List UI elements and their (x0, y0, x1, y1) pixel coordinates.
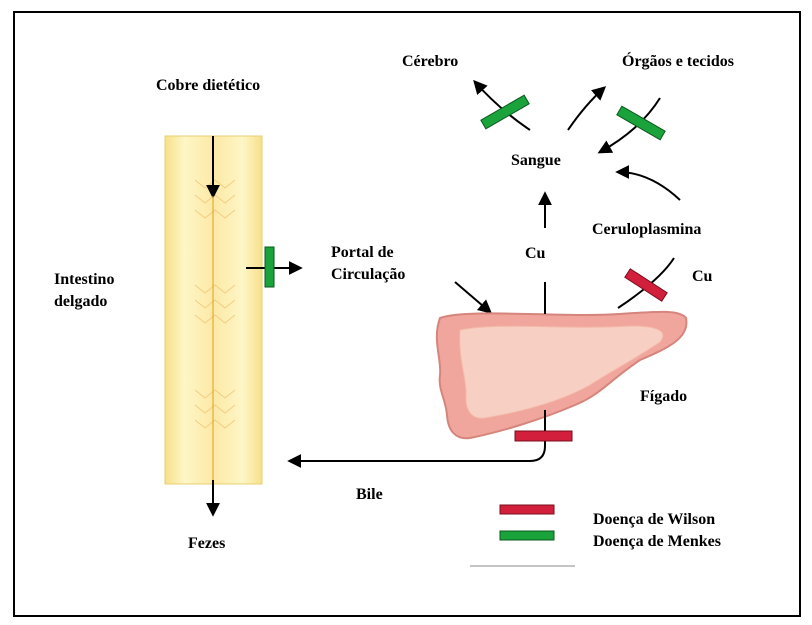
menkes-block-organs (617, 106, 665, 140)
legend (470, 505, 575, 566)
label-organs-tissues: Órgãos e tecidos (622, 52, 734, 72)
arrow-ceruloplasmin-to-blood (618, 172, 680, 200)
legend-swatch-wilson (500, 505, 554, 514)
legend-swatch-menkes (500, 531, 554, 540)
label-feces: Fezes (188, 534, 225, 554)
legend-label-menkes: Doença de Menkes (593, 532, 721, 552)
legend-label-wilson: Doença de Wilson (593, 510, 715, 530)
label-dietary-copper: Cobre dietético (156, 76, 260, 96)
label-bile: Bile (356, 485, 383, 505)
label-brain: Cérebro (402, 52, 458, 72)
label-portal-line1: Portal de (331, 242, 405, 264)
menkes-block-intestine (265, 247, 274, 287)
label-portal-line2: Circulação (331, 264, 405, 286)
arrow-portal-to-liver (455, 282, 490, 312)
label-intestine-line1: Intestino (54, 269, 114, 291)
label-cu-center: Cu (525, 244, 545, 264)
label-portal-circulation: Portal de Circulação (331, 242, 405, 286)
label-blood: Sangue (511, 151, 561, 171)
arrow-blood-to-organs (568, 88, 604, 130)
liver (437, 312, 687, 438)
label-cu-right: Cu (692, 267, 712, 287)
label-liver: Fígado (640, 387, 687, 407)
label-ceruloplasmin: Ceruloplasmina (592, 220, 701, 240)
wilson-block-bile (515, 431, 572, 441)
label-intestine-line2: delgado (54, 291, 114, 313)
label-small-intestine: Intestino delgado (54, 269, 114, 313)
